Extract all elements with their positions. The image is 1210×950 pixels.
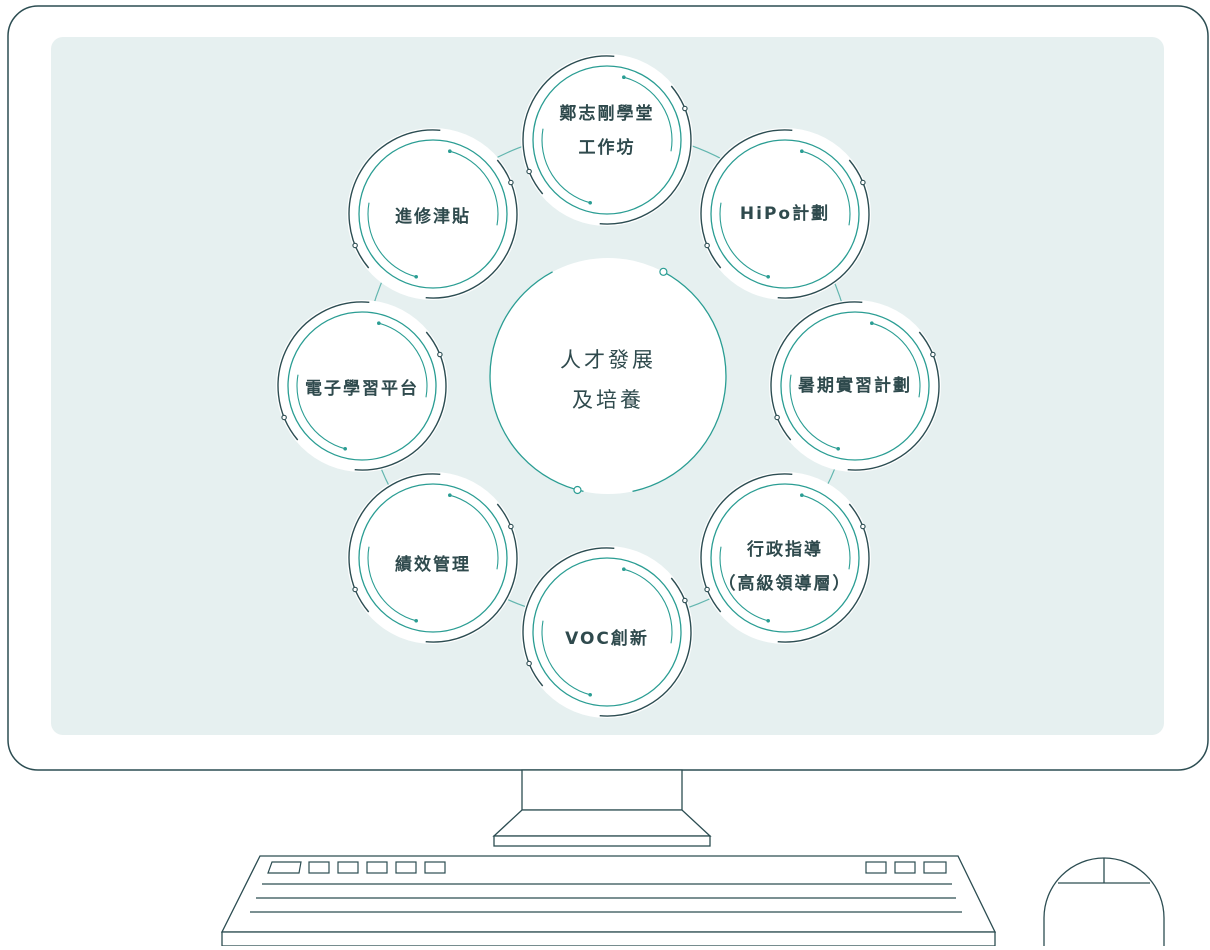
node-summer-inner-arc-a — [871, 322, 921, 398]
center-arc-start-dot — [573, 485, 582, 495]
center-title-line-1: 人才發展 — [560, 348, 656, 372]
monitor-stand-foot — [493, 835, 711, 847]
node-voc-inner-dot-b — [588, 692, 592, 697]
node-hipo-dot-a — [860, 179, 866, 186]
monitor-stand-base — [492, 809, 712, 837]
node-elearn-inner-circle — [287, 311, 437, 461]
node-label-admin-line-1: 行政指導 — [747, 540, 823, 560]
node-admin-dot-a — [860, 523, 866, 530]
node-subsidy-inner-arc-a — [449, 150, 499, 226]
node-label-perf-line-1: 績效管理 — [395, 555, 471, 575]
node-admin-dot-b — [704, 586, 710, 593]
center-title: 人才發展 及培養 — [508, 340, 708, 420]
node-zheng-inner-circle — [532, 65, 682, 215]
node-admin-inner-circle — [710, 483, 860, 633]
center-arc-end-dot — [659, 267, 668, 276]
node-zheng-inner-arc-a — [623, 76, 673, 152]
node-label-elearn-line-1: 電子學習平台 — [305, 379, 419, 399]
node-hipo-inner-dot-a — [800, 149, 804, 154]
node-label-zheng-line-2: 工作坊 — [578, 138, 636, 158]
node-summer-inner-circle — [780, 311, 930, 461]
node-label-subsidy-line-1: 進修津貼 — [395, 207, 471, 227]
node-voc-inner-arc-a — [623, 568, 673, 644]
monitor-stand-neck — [521, 769, 683, 811]
node-elearn-inner-arc-a — [378, 322, 428, 398]
node-label-hipo-line-1: HiPo計劃 — [739, 204, 831, 224]
node-admin-inner-arc-b — [719, 546, 769, 622]
node-label-admin: 行政指導 （高級領導層） — [700, 533, 870, 601]
node-admin-inner-dot-b — [766, 618, 770, 623]
center-title-line-2: 及培養 — [572, 388, 644, 412]
node-perf-inner-arc-b — [367, 546, 417, 622]
node-elearn-dot-b — [281, 414, 287, 421]
node-elearn-dot-a — [437, 351, 443, 358]
node-hipo-inner-circle — [710, 139, 860, 289]
node-zheng-inner-arc-b — [541, 128, 591, 204]
node-admin-inner-dot-a — [800, 493, 804, 498]
node-label-summer-line-1: 暑期實習計劃 — [798, 376, 912, 396]
node-perf-inner-arc-a — [449, 494, 499, 570]
node-voc-inner-dot-a — [622, 567, 626, 572]
mouse — [1043, 857, 1165, 946]
center-disc — [490, 258, 726, 494]
node-label-subsidy: 進修津貼 — [348, 200, 518, 234]
keyboard — [220, 855, 997, 947]
node-subsidy-inner-arc-b — [367, 202, 417, 278]
node-label-voc: VOC創新 — [522, 622, 692, 656]
node-summer-dot-b — [774, 414, 780, 421]
node-voc-dot-a — [682, 597, 688, 604]
node-voc-dot-b — [526, 660, 532, 667]
node-label-voc-line-1: VOC創新 — [565, 629, 649, 649]
node-zheng-dot-b — [526, 168, 532, 175]
node-label-summer: 暑期實習計劃 — [770, 369, 940, 403]
node-label-admin-line-2: （高級領導層） — [718, 574, 852, 594]
node-hipo-inner-arc-b — [719, 202, 769, 278]
node-perf-inner-circle — [358, 483, 508, 633]
node-summer-inner-arc-b — [789, 374, 839, 450]
node-label-zheng-line-1: 鄭志剛學堂 — [559, 104, 655, 124]
center-arc-left — [489, 271, 584, 493]
node-subsidy-inner-dot-b — [414, 274, 418, 279]
node-hipo-dot-b — [704, 242, 710, 249]
node-subsidy-inner-circle — [358, 139, 508, 289]
node-elearn-inner-dot-a — [377, 321, 381, 326]
node-summer-dot-a — [930, 351, 936, 358]
node-summer-inner-dot-b — [836, 446, 840, 451]
node-perf-inner-dot-b — [414, 618, 418, 623]
node-perf-dot-a — [508, 523, 514, 530]
node-hipo-inner-dot-b — [766, 274, 770, 279]
node-voc-inner-arc-b — [541, 620, 591, 696]
node-label-perf: 績效管理 — [348, 548, 518, 582]
node-zheng-inner-dot-a — [622, 75, 626, 80]
node-perf-inner-dot-a — [448, 493, 452, 498]
node-summer-inner-dot-a — [870, 321, 874, 326]
node-subsidy-inner-dot-a — [448, 149, 452, 154]
talent-diagram — [276, 54, 941, 718]
node-perf-dot-b — [352, 586, 358, 593]
node-voc-inner-circle — [532, 557, 682, 707]
node-subsidy-dot-b — [352, 242, 358, 249]
node-elearn-inner-arc-b — [296, 374, 346, 450]
node-hipo-inner-arc-a — [801, 150, 851, 226]
node-subsidy-dot-a — [508, 179, 514, 186]
center-arc-right — [632, 271, 727, 493]
node-zheng-dot-a — [682, 105, 688, 112]
node-label-elearn: 電子學習平台 — [277, 372, 447, 406]
node-elearn-inner-dot-b — [343, 446, 347, 451]
node-zheng-inner-dot-b — [588, 200, 592, 205]
node-label-zheng: 鄭志剛學堂 工作坊 — [522, 97, 692, 165]
node-admin-inner-arc-a — [801, 494, 851, 570]
node-label-hipo: HiPo計劃 — [700, 197, 870, 231]
